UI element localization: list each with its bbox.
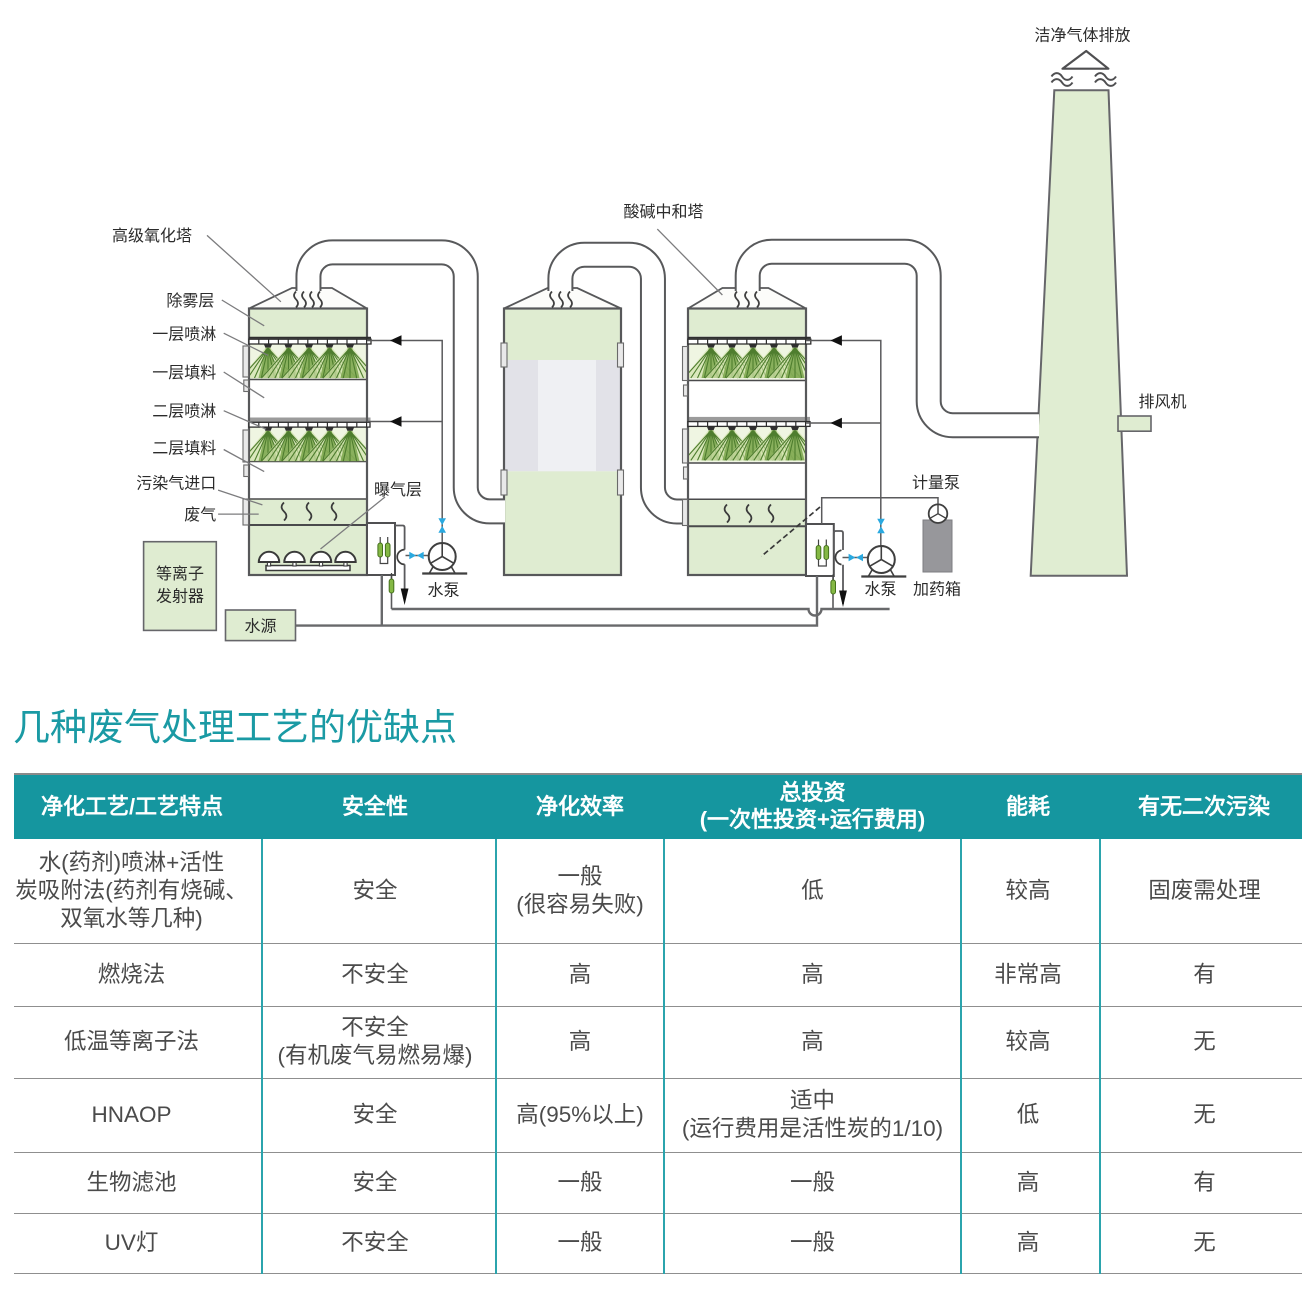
- svg-text:发射器: 发射器: [156, 588, 204, 606]
- svg-text:水泵: 水泵: [864, 581, 896, 599]
- svg-text:废气: 废气: [184, 506, 216, 524]
- svg-text:水源: 水源: [244, 618, 276, 636]
- svg-text:高级氧化塔: 高级氧化塔: [112, 227, 192, 245]
- svg-text:二层填料: 二层填料: [152, 440, 216, 458]
- svg-text:水泵: 水泵: [427, 582, 459, 600]
- svg-text:一层喷淋: 一层喷淋: [152, 326, 216, 344]
- svg-text:等离子: 等离子: [156, 565, 204, 583]
- svg-text:污染气进口: 污染气进口: [136, 475, 216, 493]
- svg-text:洁净气体排放: 洁净气体排放: [1034, 27, 1130, 45]
- svg-text:除雾层: 除雾层: [166, 292, 214, 310]
- svg-text:二层喷淋: 二层喷淋: [152, 403, 216, 421]
- svg-text:计量泵: 计量泵: [912, 474, 960, 492]
- svg-text:排风机: 排风机: [1139, 393, 1187, 411]
- svg-text:酸碱中和塔: 酸碱中和塔: [623, 203, 703, 221]
- svg-text:曝气层: 曝气层: [374, 481, 422, 499]
- svg-text:加药箱: 加药箱: [913, 581, 961, 599]
- svg-text:一层填料: 一层填料: [152, 364, 216, 382]
